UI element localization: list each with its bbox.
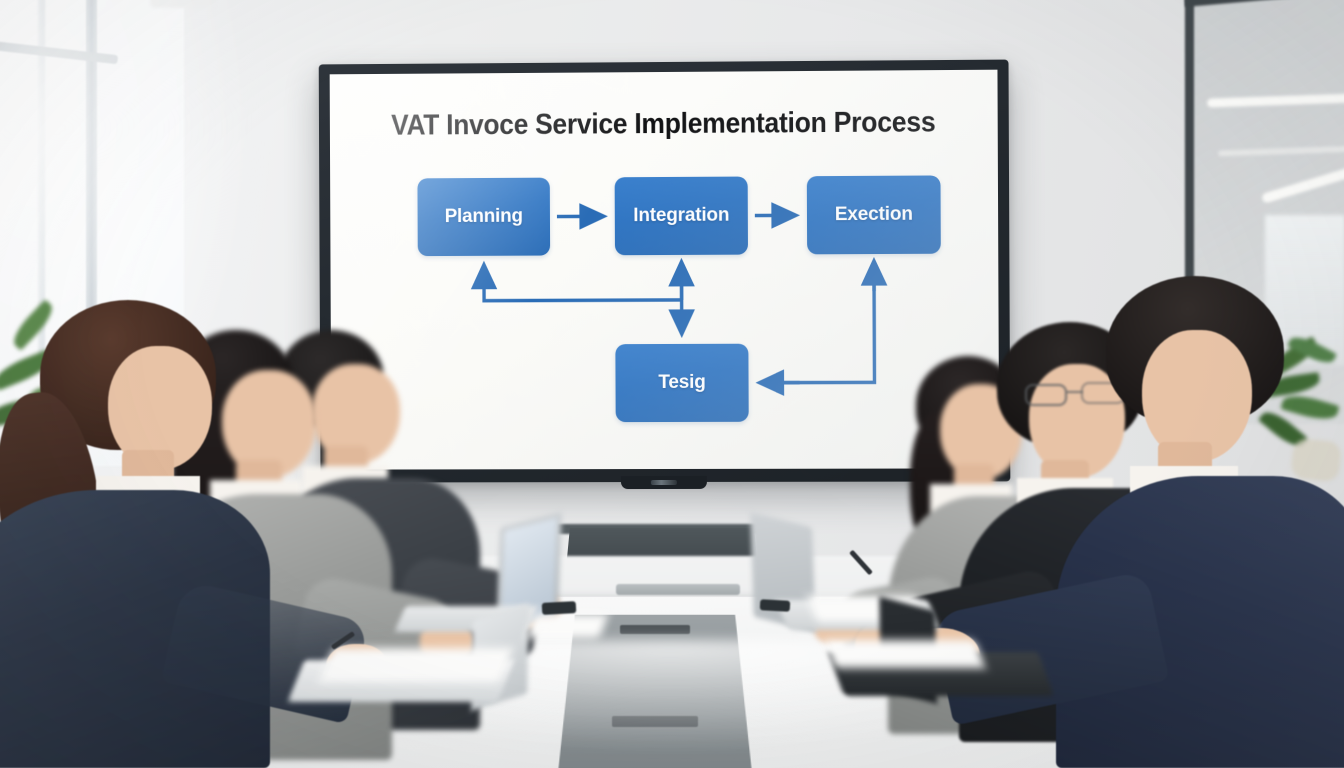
connector-exection-tesig-path xyxy=(761,263,874,383)
flow-node-planning[interactable]: Planning xyxy=(417,177,551,257)
wall-display[interactable]: VAT Invoce Service Implementation Proces… xyxy=(319,60,1011,483)
display-bezel: VAT Invoce Service Implementation Proces… xyxy=(319,60,1011,483)
flow-node-exection-label: Exection xyxy=(834,203,913,226)
attendee-right-front xyxy=(894,276,1344,768)
phone-right xyxy=(759,599,791,612)
flow-node-integration[interactable]: Integration xyxy=(614,176,748,256)
camera-lens-icon xyxy=(650,479,677,486)
connector-feedback-planning xyxy=(484,264,682,301)
flow-node-exection[interactable]: Exection xyxy=(806,175,941,255)
display-screen[interactable]: VAT Invoce Service Implementation Proces… xyxy=(330,70,1000,470)
phone-left xyxy=(541,601,577,615)
table-inlay xyxy=(616,584,740,595)
display-camera-bar xyxy=(620,475,707,490)
documents-right-front xyxy=(824,640,986,668)
flow-node-tesig-label: Tesig xyxy=(658,371,706,394)
documents-left xyxy=(319,648,513,682)
flow-node-planning-label: Planning xyxy=(444,205,523,228)
flow-node-tesig[interactable]: Tesig xyxy=(615,343,749,423)
documents-left-far xyxy=(525,614,609,638)
cable-slot-top xyxy=(620,625,690,634)
flow-node-integration-label: Integration xyxy=(633,204,730,227)
glass-frame-vertical xyxy=(1185,0,1194,424)
